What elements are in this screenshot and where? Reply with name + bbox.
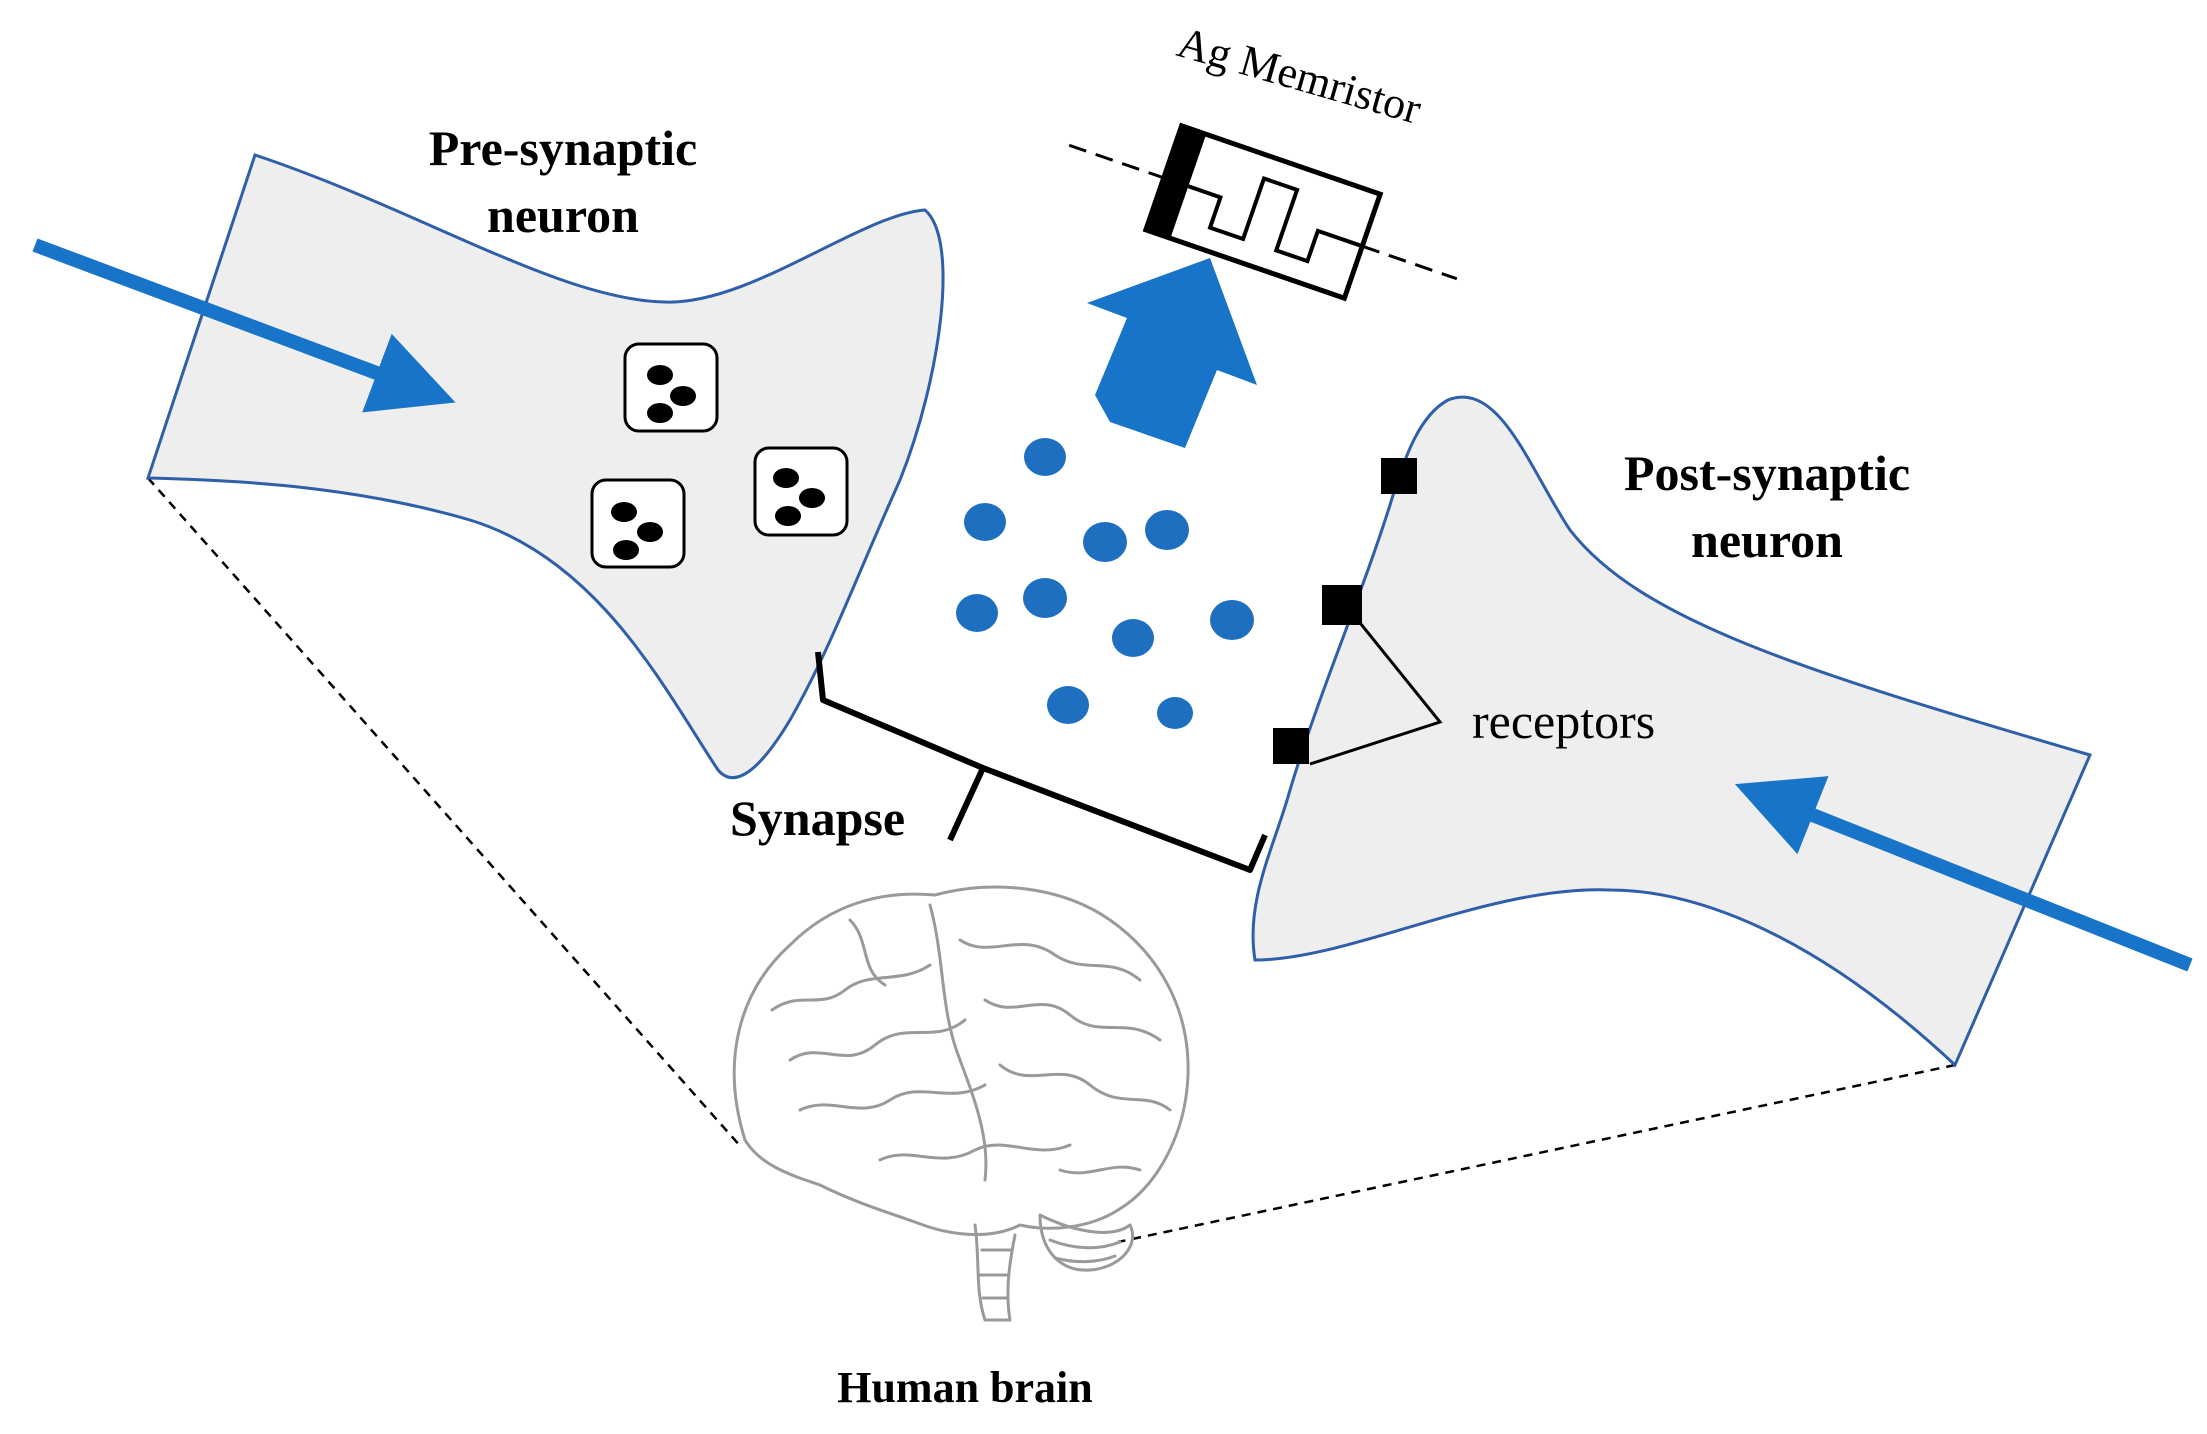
synapse-bracket-right <box>981 765 1268 873</box>
neurotransmitters <box>956 438 1254 729</box>
zoom-line-right <box>1117 1063 1956 1244</box>
pre-synaptic-label: Pre-synaptic <box>429 120 697 176</box>
human-brain <box>732 885 1190 1322</box>
neurotransmitter-dot <box>1047 686 1089 724</box>
neurotransmitter-dot <box>1023 578 1067 618</box>
post-synaptic-neuron <box>1251 395 2093 1068</box>
neurotransmitter-dot <box>964 503 1006 541</box>
neurotransmitter-dot <box>1083 522 1127 562</box>
input-signal-arrow <box>32 238 456 413</box>
neurotransmitter-dot <box>1024 438 1066 476</box>
zoom-line-left <box>147 477 743 1149</box>
pre-synaptic-neuron <box>145 153 945 780</box>
receptor-square <box>1273 728 1309 764</box>
memristor-symbol <box>1068 122 1458 302</box>
memristor-label: Ag Memristor <box>1172 18 1427 134</box>
neurotransmitter-dot <box>1112 619 1154 657</box>
upward-block-arrow <box>1087 258 1257 448</box>
vesicle <box>753 446 849 537</box>
receptors-label: receptors <box>1472 693 1655 749</box>
post-synaptic-label: Post-synaptic <box>1624 445 1910 501</box>
vesicle <box>590 478 686 569</box>
receptors-pointer <box>1309 607 1443 766</box>
neurotransmitter-dot <box>1210 600 1254 640</box>
neurotransmitter-dot <box>1145 510 1189 550</box>
post-synaptic-label-line2: neuron <box>1691 512 1843 568</box>
brain-label: Human brain <box>837 1363 1093 1412</box>
pre-synaptic-label-line2: neuron <box>487 187 639 243</box>
output-signal-arrow <box>1734 776 2193 972</box>
neurotransmitter-dot <box>956 594 998 632</box>
neurotransmitter-dot <box>1157 697 1193 729</box>
receptor-square <box>1381 458 1417 494</box>
synapse-bracket <box>815 651 986 842</box>
synapse-label: Synapse <box>730 790 905 846</box>
vesicle <box>623 342 719 433</box>
